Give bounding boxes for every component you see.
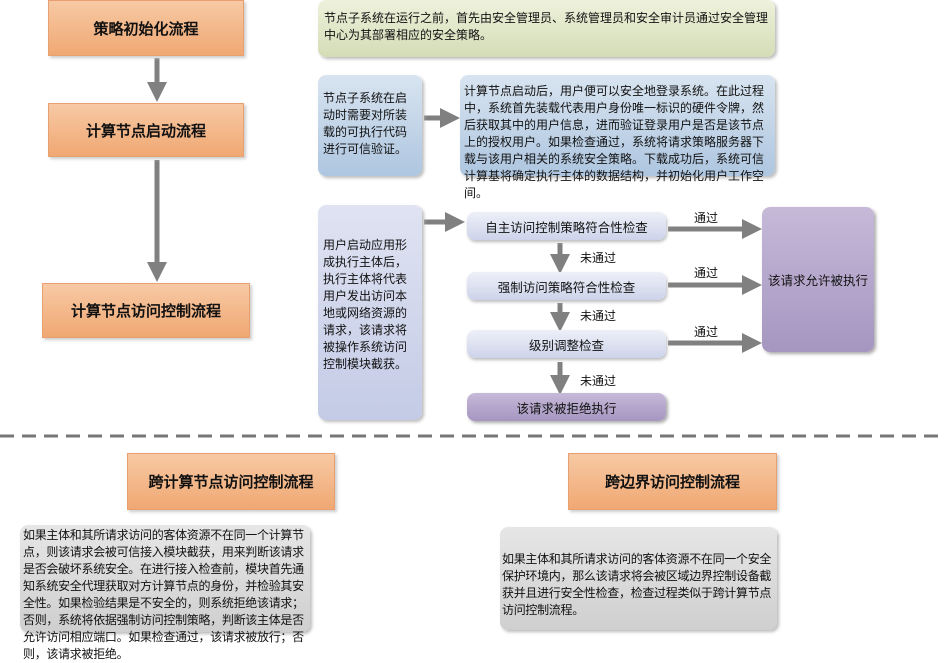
step-access-control: 计算节点访问控制流程 <box>42 283 250 338</box>
cross-boundary-desc: 如果主体和其所请求访问的客体资源不在同一个安全保护环境内，那么该请求将会被区域边… <box>500 527 777 630</box>
connectors <box>0 58 945 438</box>
check-mac: 强制访问策略符合性检查 <box>467 272 666 300</box>
cross-boundary-title: 跨边界访问控制流程 <box>568 453 777 510</box>
login-desc: 计算节点启动后，用户便可以安全地登录系统。在此过程中，系统首先装载代表用户身份唯… <box>460 75 775 200</box>
pass-label: 通过 <box>694 266 719 280</box>
intercept-desc: 用户启动应用形成执行主体后，执行主体将代表用户发出访问本地或网络资源的请求，该请… <box>318 205 422 420</box>
request-allowed: 该请求允许被执行 <box>762 207 874 352</box>
check-dac: 自主访问控制策略符合性检查 <box>467 212 666 240</box>
step-policy-init: 策略初始化流程 <box>48 0 244 56</box>
request-rejected: 该请求被拒绝执行 <box>467 393 666 421</box>
fail-label: 未通过 <box>580 374 617 388</box>
cross-node-desc: 如果主体和其所请求访问的客体资源不在同一个计算节点，则该请求会被可信接入模块截获… <box>20 525 310 661</box>
cross-node-title: 跨计算节点访问控制流程 <box>127 453 335 510</box>
policy-init-desc: 节点子系统在运行之前，首先由安全管理员、系统管理员和安全审计员通过安全管理中心为… <box>318 0 775 57</box>
trusted-verify-desc: 节点子系统在启动时需要对所装载的可执行代码进行可信验证。 <box>318 75 422 176</box>
check-level: 级别调整检查 <box>467 330 666 358</box>
fail-label: 未通过 <box>580 309 617 323</box>
fail-label: 未通过 <box>580 251 617 265</box>
pass-label: 通过 <box>694 325 719 339</box>
step-node-startup: 计算节点启动流程 <box>48 103 244 157</box>
pass-label: 通过 <box>694 211 719 225</box>
